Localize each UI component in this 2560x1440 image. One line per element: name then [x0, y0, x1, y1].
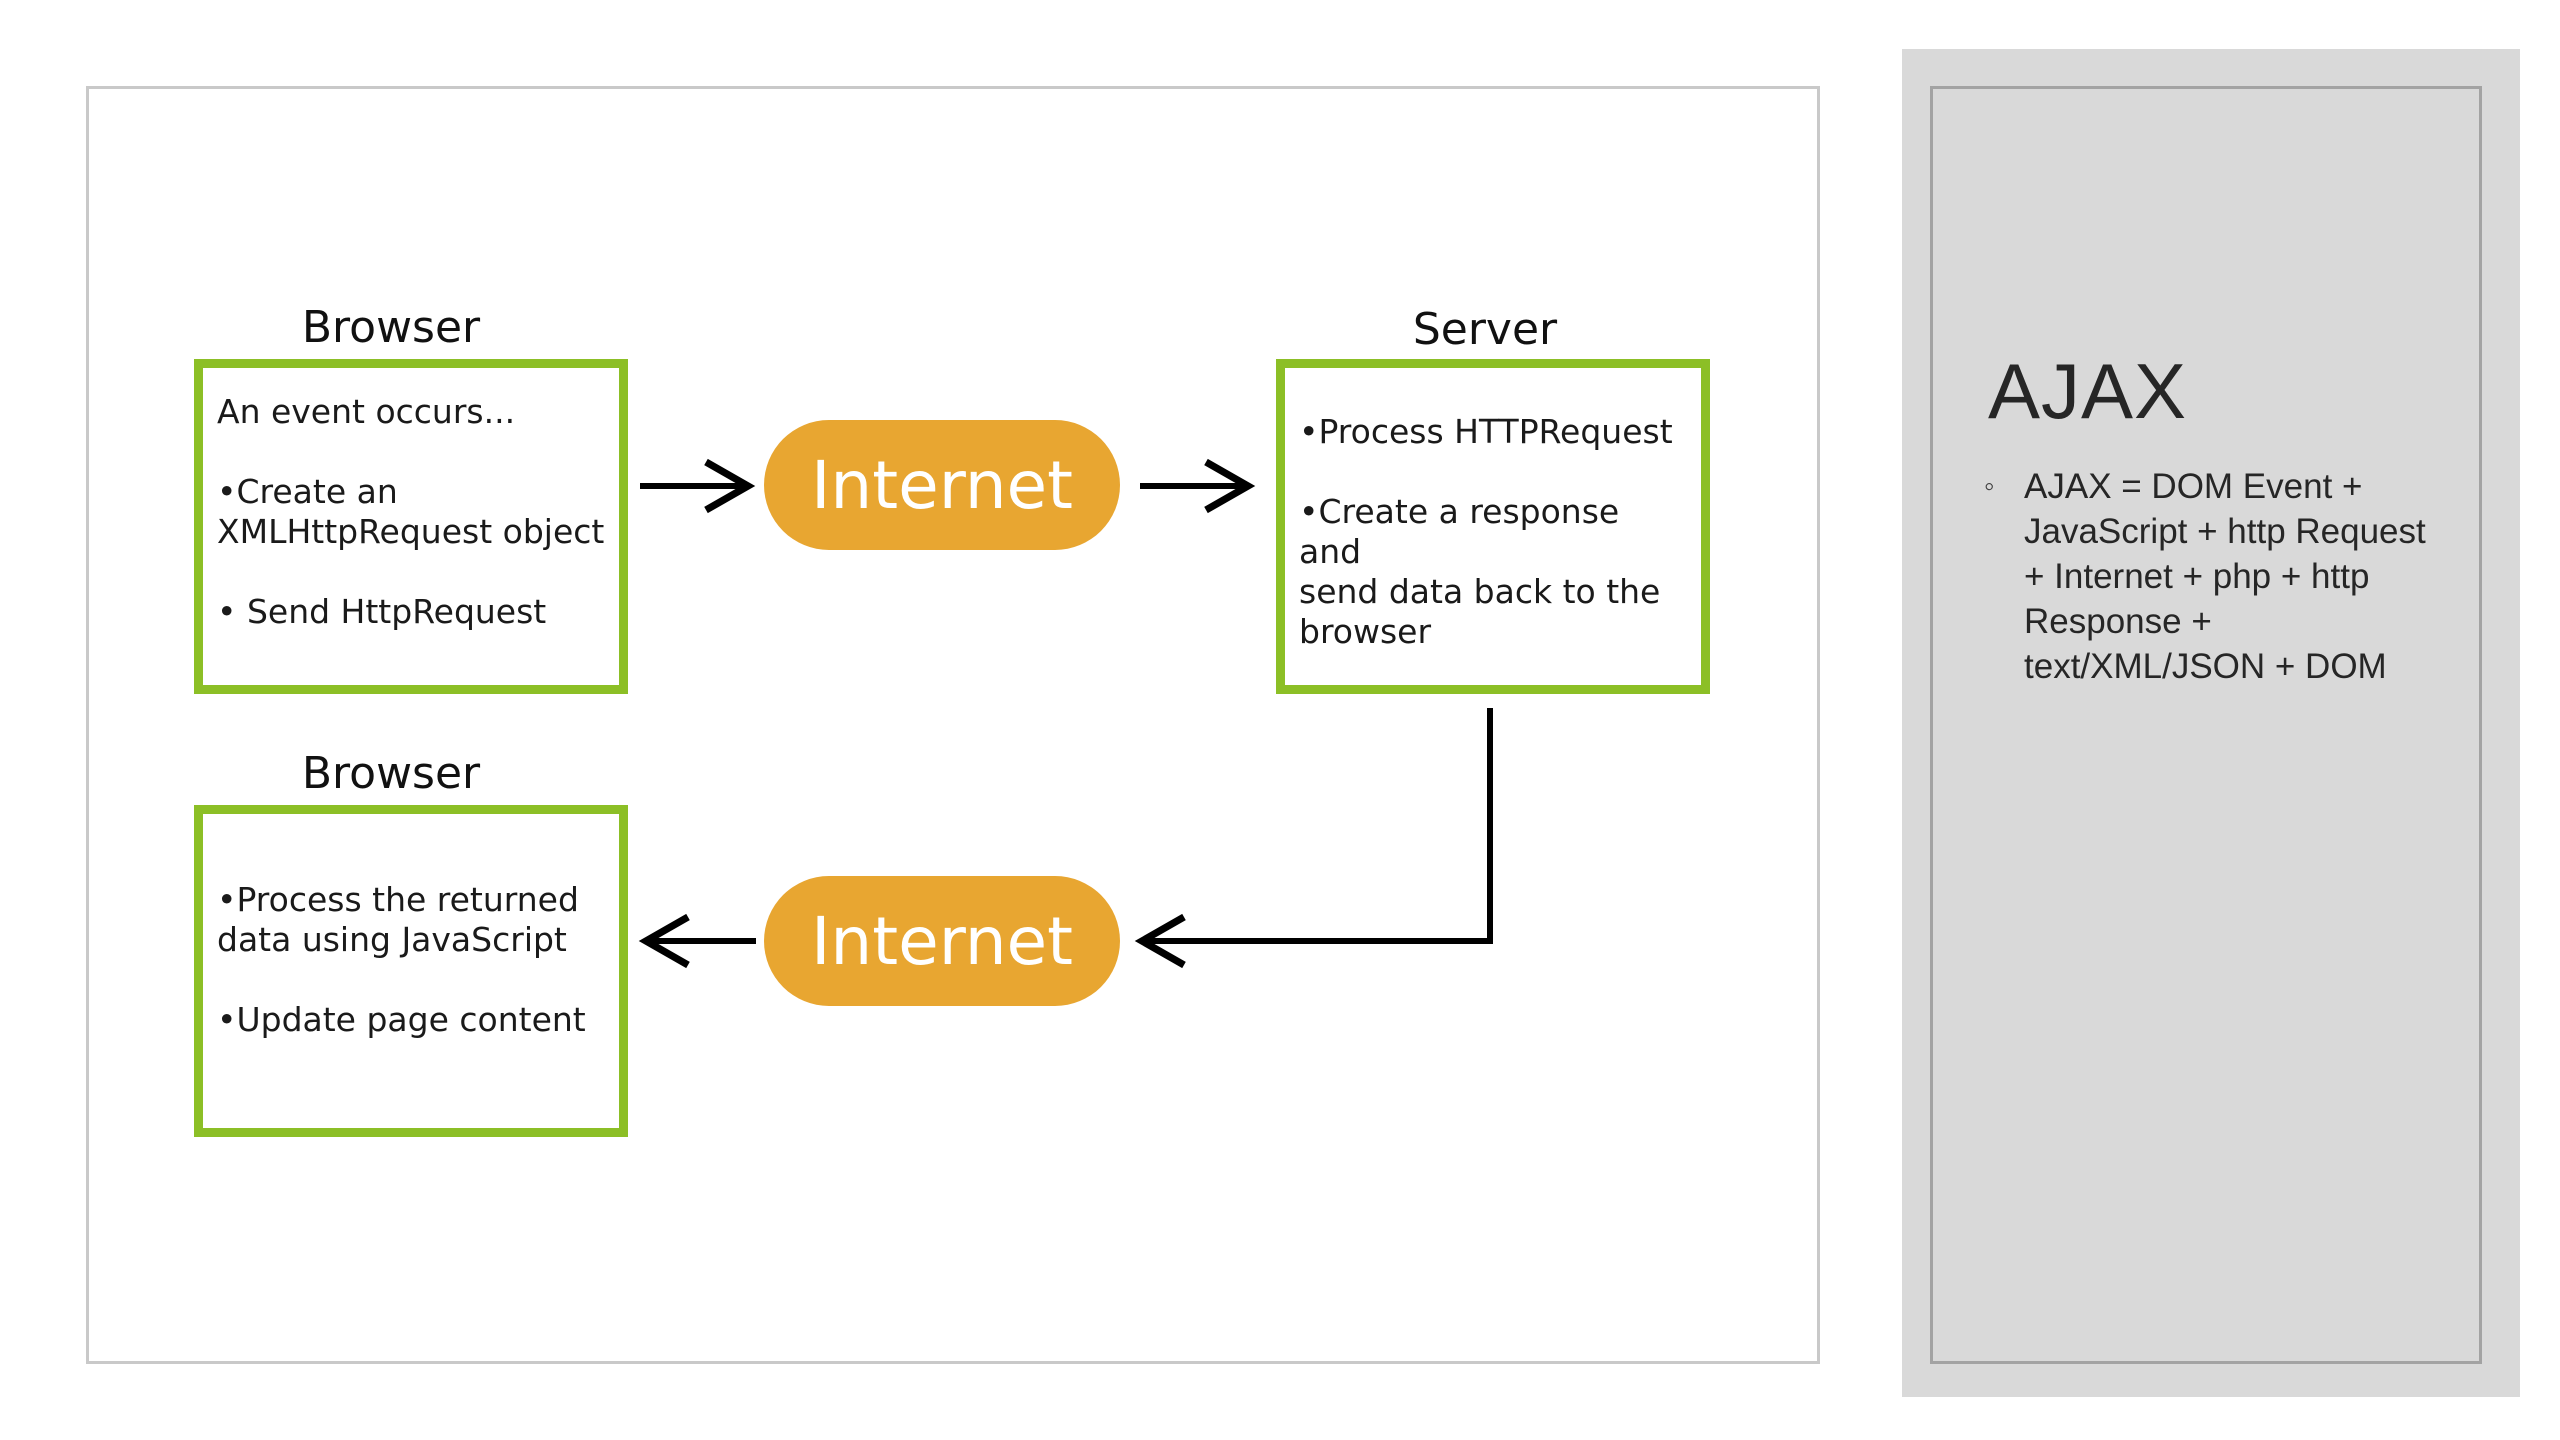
internet-pill-top: Internet	[764, 420, 1120, 550]
side-panel-title: AJAX	[1988, 347, 2188, 435]
server-line: browser	[1299, 612, 1432, 651]
browser-top-line: • Send HttpRequest	[217, 592, 547, 631]
server-line: •Process HTTPRequest	[1299, 412, 1673, 451]
server-line: send data back to the	[1299, 572, 1661, 611]
browser-title-bottom: Browser	[301, 748, 481, 799]
side-panel-bullet-text: AJAX = DOM Event + JavaScript + http Req…	[2024, 467, 2426, 686]
browser-box-top: An event occurs... •Create an XMLHttpReq…	[194, 359, 628, 694]
arrow-server-to-internet	[1134, 708, 1493, 969]
browser-top-line: •Create an	[217, 472, 398, 511]
side-panel-inner-frame	[1930, 86, 2482, 1364]
server-box: •Process HTTPRequest •Create a response …	[1276, 359, 1710, 694]
browser-title-top: Browser	[301, 302, 481, 353]
browser-bottom-line: •Update page content	[217, 1000, 586, 1039]
internet-pill-bottom: Internet	[764, 876, 1120, 1006]
browser-top-line: XMLHttpRequest object	[217, 512, 605, 551]
diagram-frame	[86, 86, 1820, 1364]
browser-bottom-line: •Process the returned	[217, 880, 579, 919]
side-panel	[1902, 49, 2520, 1397]
browser-top-line: An event occurs...	[217, 392, 516, 431]
browser-box-bottom: •Process the returned data using JavaScr…	[194, 805, 628, 1137]
bullet-icon: ◦	[1984, 470, 1995, 503]
server-line: •Create a response and	[1299, 492, 1620, 571]
server-title: Server	[1412, 304, 1558, 355]
browser-bottom-line: data using JavaScript	[217, 920, 567, 959]
side-panel-bullet: ◦ AJAX = DOM Event + JavaScript + http R…	[1984, 464, 2434, 689]
